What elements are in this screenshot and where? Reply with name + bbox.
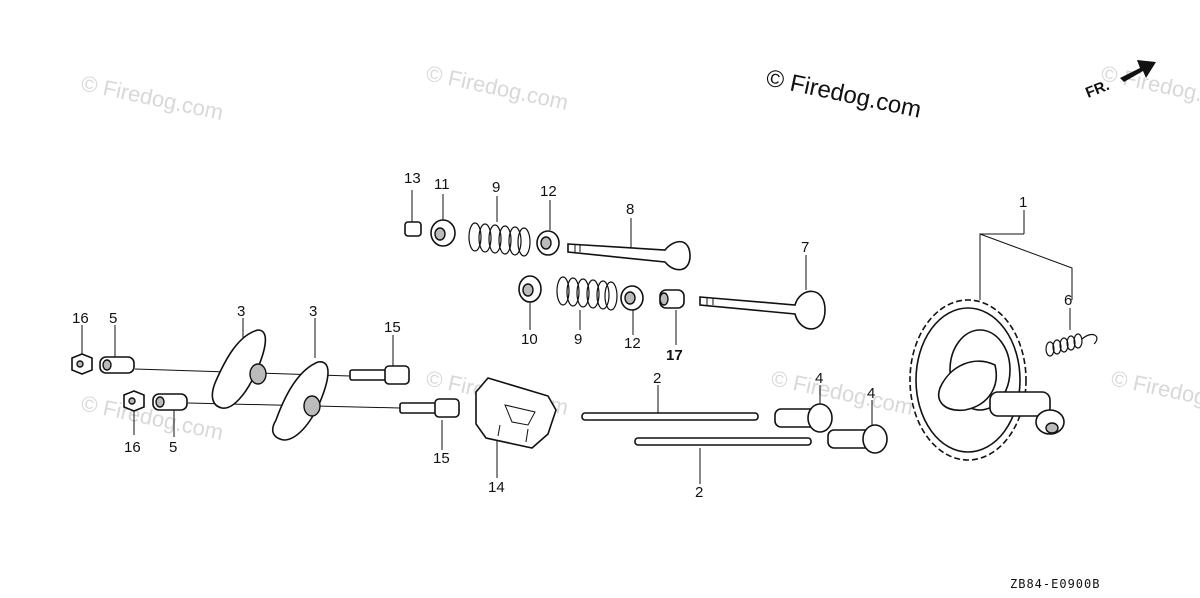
push-rod-upper — [581, 412, 759, 421]
rocker-arm-left — [211, 329, 267, 409]
front-arrow-icon — [1120, 60, 1156, 82]
callout-8: 8 — [626, 201, 634, 218]
callout-numbers: 13 11 9 12 8 7 1 6 10 9 12 17 3 3 15 15 … — [72, 170, 1072, 501]
valve-stem-cap — [404, 221, 422, 237]
callout-17: 17 — [666, 347, 683, 364]
watermark-7: © Firedog.com — [1109, 365, 1200, 420]
callout-4-lower: 4 — [867, 385, 875, 402]
callout-11: 11 — [434, 176, 450, 193]
watermark-1: © Firedog.com — [79, 70, 226, 125]
callout-15-lower: 15 — [433, 450, 450, 467]
callout-9-upper: 9 — [492, 179, 500, 196]
callout-16-upper: 16 — [72, 310, 89, 327]
rocker-arm-nut-lower — [123, 390, 145, 412]
rocker-arm-nut-upper — [71, 353, 93, 375]
valve-spring-lower — [556, 276, 618, 311]
callout-15-upper: 15 — [384, 319, 401, 336]
callout-2-upper: 2 — [653, 370, 661, 387]
callout-12-upper: 12 — [540, 183, 557, 200]
callout-1: 1 — [1019, 194, 1027, 211]
rocker-arm-pivot-upper — [99, 356, 135, 374]
callout-5-upper: 5 — [109, 310, 117, 327]
callout-16-lower: 16 — [124, 439, 141, 456]
valve-spring-retainer-lower — [518, 275, 542, 303]
valve-spring-seat-upper — [536, 230, 560, 256]
diagram-reference-code: ZB84-E0900B — [1010, 577, 1100, 591]
rocker-arm-stud-lower — [399, 398, 460, 418]
camshaft-assembly — [909, 299, 1065, 461]
push-rod-lower — [634, 437, 812, 446]
decompressor-spring — [1045, 333, 1098, 357]
callout-7: 7 — [801, 239, 809, 256]
callout-2-lower: 2 — [695, 484, 703, 501]
valve-spring-upper — [468, 222, 531, 257]
rocker-arm-stud-upper — [349, 365, 410, 385]
callout-14: 14 — [488, 479, 505, 496]
watermark-4: © Firedog.com — [79, 390, 226, 445]
intake-valve — [699, 290, 826, 330]
callout-3-right: 3 — [309, 303, 317, 320]
callout-13: 13 — [404, 170, 421, 187]
exhaust-valve — [567, 240, 691, 271]
callout-5-lower: 5 — [169, 439, 177, 456]
rocker-arm-right — [271, 361, 329, 441]
callout-3-left: 3 — [237, 303, 245, 320]
main-watermark: © Firedog.com — [764, 64, 924, 123]
valve-lifter-upper — [774, 403, 833, 433]
callout-9-lower: 9 — [574, 331, 582, 348]
leader-lines — [81, 190, 1073, 484]
valve-spring-seat-lower — [620, 285, 644, 311]
callout-4-upper: 4 — [815, 370, 823, 387]
valve-lifter-lower — [827, 424, 888, 454]
callout-12-lower: 12 — [624, 335, 641, 352]
valve-stem-seal — [659, 289, 685, 309]
watermark-2: © Firedog.com — [424, 60, 571, 115]
push-rod-guide-plate — [475, 377, 557, 449]
valve-spring-retainer-upper — [430, 219, 456, 247]
callout-10: 10 — [521, 331, 538, 348]
rocker-arm-pivot-lower — [152, 393, 188, 411]
callout-6: 6 — [1064, 292, 1072, 309]
